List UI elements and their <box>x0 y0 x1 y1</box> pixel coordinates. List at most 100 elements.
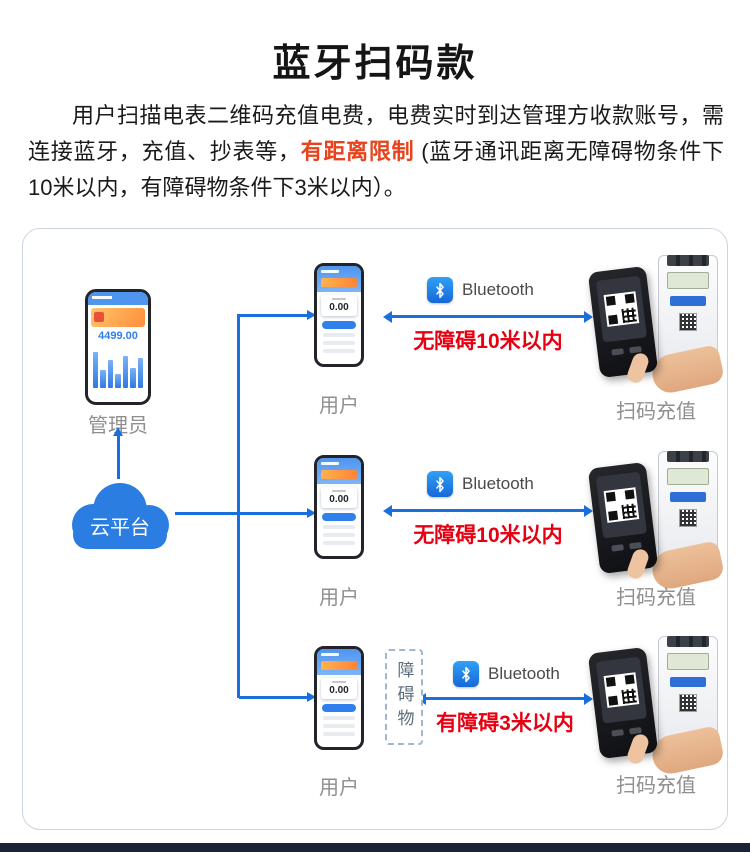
bluetooth-indicator: Bluetooth <box>453 661 560 687</box>
connector-row3 <box>239 696 307 699</box>
user-phone-titlebar <box>321 462 339 465</box>
arrowhead-right-icon <box>584 504 593 517</box>
meter-qr-sticker <box>679 313 697 331</box>
meter-display <box>667 653 709 670</box>
scanner-buttons <box>597 540 655 553</box>
user-phone-banner <box>321 470 357 479</box>
list-line <box>323 533 355 537</box>
meter-terminals-top <box>667 451 709 462</box>
meter-terminals-top <box>667 636 709 647</box>
distance-arrow <box>383 504 593 517</box>
user-phone-amount: 0.00 <box>329 494 349 505</box>
user-phone-header <box>317 266 361 292</box>
bluetooth-indicator: Bluetooth <box>427 471 534 497</box>
qr-code <box>603 672 640 708</box>
balance-caption-line <box>332 681 346 683</box>
scanner-screen <box>595 275 648 343</box>
bar <box>93 352 99 388</box>
meter-display <box>667 272 709 289</box>
user-label: 用户 <box>319 395 359 417</box>
scan-device-photo <box>587 634 726 777</box>
admin-phone-balance: 4499.00 <box>98 330 138 342</box>
connector-row1-arrowhead-icon <box>307 310 316 320</box>
list-line <box>323 349 355 353</box>
user-phone-titlebar <box>321 270 339 273</box>
list-line <box>323 333 355 337</box>
arrowhead-right-icon <box>584 692 593 705</box>
user-label: 用户 <box>319 587 359 609</box>
meter-label <box>670 296 706 306</box>
meter-display <box>667 468 709 485</box>
scanner-screen <box>595 471 648 539</box>
list-line <box>323 541 355 545</box>
cloud-trunk-line <box>175 512 238 515</box>
meter-terminals-top <box>667 255 709 266</box>
bar <box>137 358 143 388</box>
bar <box>107 360 114 388</box>
qr-code <box>603 487 640 523</box>
user-phone-banner <box>321 278 357 287</box>
scan-device-photo <box>587 253 726 396</box>
user-label: 用户 <box>319 777 359 799</box>
cloud-icon <box>72 483 169 549</box>
page-title: 蓝牙扫码款 <box>272 43 478 85</box>
user-phone-mockup: 0.00 <box>314 646 364 750</box>
user-phone-header <box>317 458 361 484</box>
distance-arrow <box>417 692 593 705</box>
distance-text: 无障碍10米以内 <box>413 330 563 353</box>
intro-paragraph: 用户扫描电表二维码充值电费，电费实时到达管理方收款账号，需连接蓝牙，充值、抄表等… <box>28 98 724 206</box>
user-phone-recharge-button <box>322 704 356 712</box>
balance-caption-line <box>332 298 346 300</box>
scanner-buttons <box>597 725 655 738</box>
user-phone-banner <box>321 661 357 670</box>
scanner-screen <box>595 656 648 724</box>
bluetooth-label: Bluetooth <box>462 280 534 299</box>
bar <box>100 370 106 388</box>
connector-row2-arrowhead-icon <box>307 508 316 518</box>
admin-phone-header <box>88 292 148 305</box>
list-line <box>323 724 355 728</box>
admin-phone-promo-banner <box>91 308 145 327</box>
scanner-button <box>611 544 624 552</box>
user-phone-recharge-button <box>322 321 356 329</box>
user-phone-mockup: 0.00 <box>314 263 364 367</box>
device-label: 扫码充值 <box>616 775 696 797</box>
bluetooth-label: Bluetooth <box>488 664 560 683</box>
admin-label: 管理员 <box>88 415 148 437</box>
meter-label <box>670 677 706 687</box>
bluetooth-icon <box>427 471 453 497</box>
meter-label <box>670 492 706 502</box>
user-phone-recharge-button <box>322 513 356 521</box>
bar <box>122 356 129 388</box>
bottom-strip <box>0 843 750 852</box>
intro-highlight: 有距离限制 <box>300 139 415 164</box>
cloud-to-admin-line <box>117 435 120 479</box>
up-arrowhead-icon <box>113 427 123 436</box>
user-phone-titlebar <box>321 653 339 656</box>
distance-arrow <box>383 310 593 323</box>
bluetooth-label: Bluetooth <box>462 474 534 493</box>
distance-text: 有障碍3米以内 <box>436 712 574 735</box>
trunk-line <box>237 314 240 698</box>
diagram-panel: 4499.00 管理员 云平台 0.0 <box>22 228 728 830</box>
cloud-label: 云平台 <box>90 517 150 539</box>
arrowhead-left-icon <box>383 310 392 323</box>
list-line <box>323 732 355 736</box>
meter-qr-sticker <box>679 694 697 712</box>
admin-phone-mockup: 4499.00 <box>85 289 151 405</box>
connector-row2 <box>239 512 307 515</box>
bluetooth-indicator: Bluetooth <box>427 277 534 303</box>
intro-text-1: 用户扫描电表二维码充值电费，电费实时到达管理方收款账号，需连接蓝牙，充值、抄表等… <box>28 103 724 164</box>
user-phone-amount: 0.00 <box>329 685 349 696</box>
arrowhead-right-icon <box>584 310 593 323</box>
device-label: 扫码充值 <box>616 587 696 609</box>
scan-device-photo <box>587 449 726 592</box>
user-phone-mockup: 0.00 <box>314 455 364 559</box>
scanner-button <box>611 729 624 737</box>
meter-qr-sticker <box>679 509 697 527</box>
connector-row3-arrowhead-icon <box>307 692 316 702</box>
user-phone-header <box>317 649 361 675</box>
distance-text: 无障碍10米以内 <box>413 524 563 547</box>
list-line <box>323 525 355 529</box>
